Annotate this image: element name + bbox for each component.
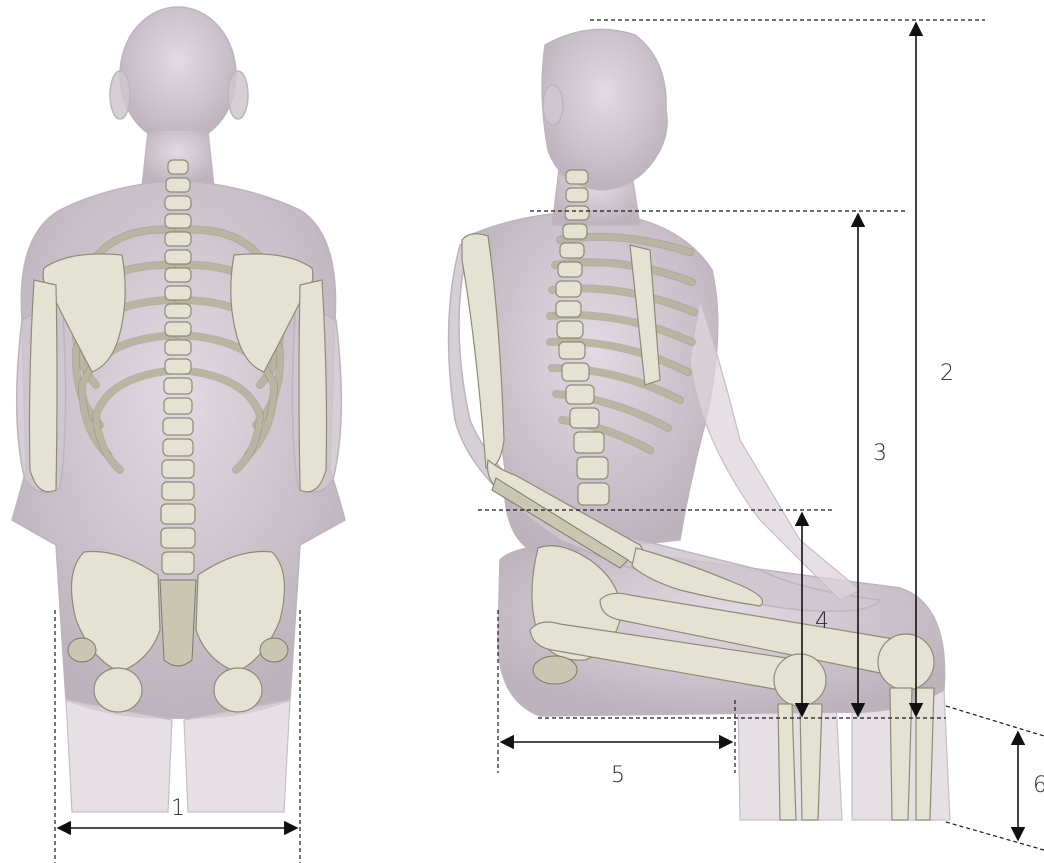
back-spine <box>161 160 195 574</box>
left-humerus <box>30 280 58 492</box>
seated-side-view-figure <box>449 29 950 820</box>
back-view-figure <box>12 7 345 812</box>
measurement-label-2: 2 <box>940 361 954 386</box>
measurement-label-6: 6 <box>1033 773 1044 798</box>
measurement-6: 6 <box>946 706 1044 850</box>
measurement-label-4: 4 <box>815 609 829 634</box>
measurement-label-1: 1 <box>171 796 185 821</box>
measurement-label-5: 5 <box>611 763 625 788</box>
measurement-label-3: 3 <box>873 441 887 466</box>
right-humerus <box>299 280 327 492</box>
seated-body-silhouette <box>449 29 950 820</box>
